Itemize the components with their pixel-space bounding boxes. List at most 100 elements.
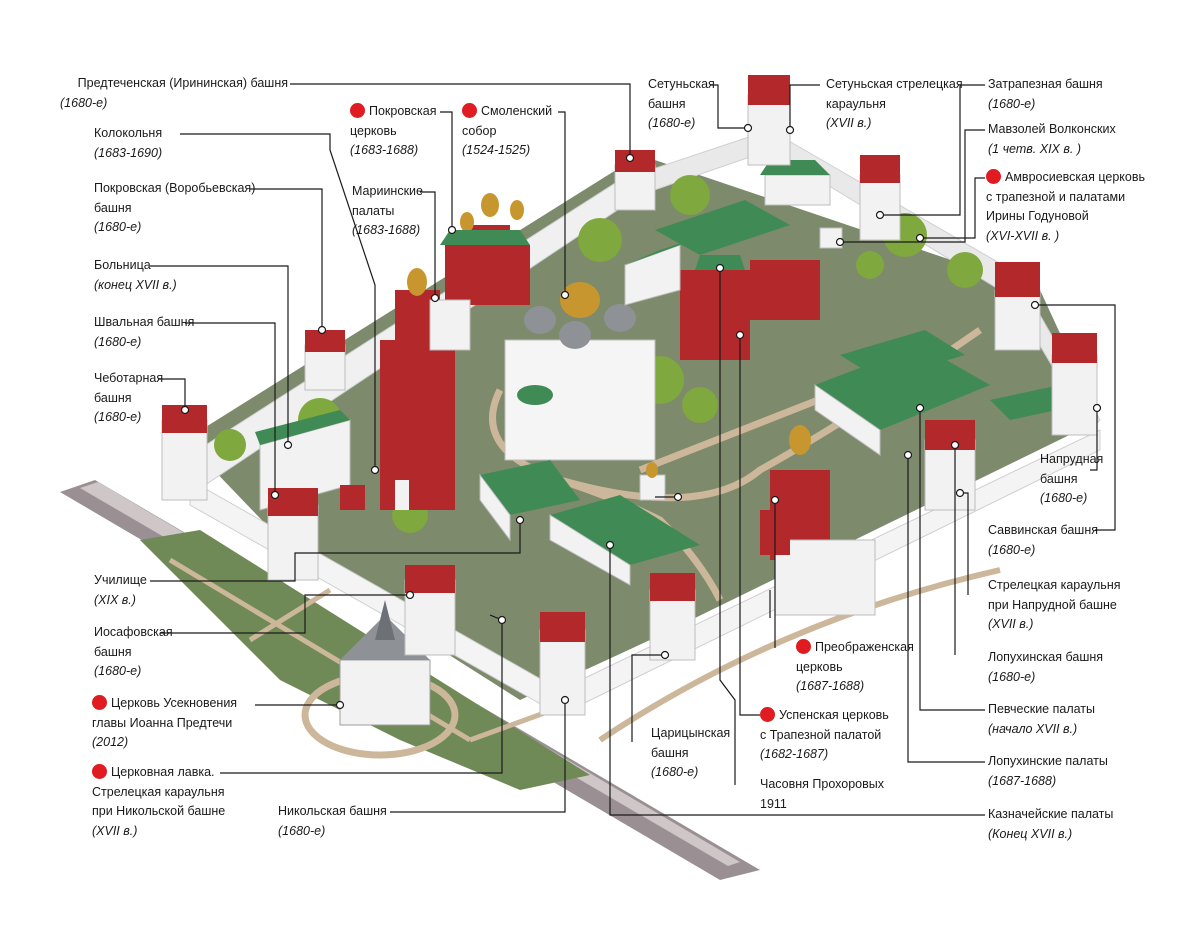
leader-lines (150, 83, 1116, 816)
label-date: (Конец XVII в.) (988, 826, 1073, 841)
label-name: при Никольской башне (92, 804, 226, 818)
label-name: Успенская церковь (760, 706, 889, 726)
label-prokhorov-chapel: Часовня Прохоровых 1911 (760, 775, 884, 814)
label-pokrovskaya-church: Покровская церковь (1683-1688) (350, 102, 437, 161)
label-date: (2012) (92, 735, 129, 749)
label-date: (XVII в.) (826, 116, 872, 130)
label-streletskaya-naprudnaya: Стрелецкая караульня при Напрудной башне… (988, 576, 1121, 635)
label-name: Сетуньская (648, 77, 715, 91)
label-name: собор (462, 123, 497, 138)
label-date: (1680-е) (651, 765, 699, 779)
label-preobrazhenskaya-church: Преображенская церковь (1687-1688) (796, 638, 914, 697)
label-date: (1 четв. XIX в. ) (988, 141, 1082, 156)
label-name: Никольская башня (278, 804, 387, 818)
label-date: (1687-1688) (796, 679, 865, 693)
label-date: (XVII в.) (988, 617, 1034, 631)
marker-dot (350, 103, 365, 118)
label-date: (1524-1525) (462, 143, 531, 157)
label-date: (1680-е) (1040, 491, 1088, 505)
label-name: Покровская (350, 102, 437, 122)
label-nikolskaya-tower: Никольская башня (1680-е) (278, 802, 387, 841)
marker-dot (92, 695, 107, 710)
label-pevcheskie-chambers: Певческие палаты (начало XVII в.) (988, 700, 1095, 739)
label-pokrovskaya-tower: Покровская (Воробьевская) башня (1680-е) (94, 179, 255, 238)
label-name: башня (94, 390, 132, 405)
label-savvinskaya-tower: Саввинская башня (1680-е) (988, 521, 1098, 560)
label-amvrosievskaya-church: Амвросиевская церковь с трапезной и пала… (986, 168, 1145, 246)
label-date: (1682-1687) (760, 747, 829, 761)
label-date: (1680-е) (94, 220, 142, 234)
label-name: Церковная лавка. (92, 763, 225, 783)
label-name: Мавзолей Волконских (988, 122, 1116, 136)
label-date: (начало XVII в.) (988, 721, 1078, 736)
label-name: Лопухинские палаты (988, 754, 1108, 768)
buildings (255, 160, 1080, 726)
label-uspenskaya-church: Успенская церковь с Трапезной палатой (1… (760, 706, 889, 765)
marker-dot (760, 707, 775, 722)
label-name: Церковь Усекновения (92, 694, 237, 714)
label-date: (1687-1688) (988, 773, 1057, 788)
label-date: (1680-е) (94, 664, 142, 678)
label-name: Предтеченская (Ирининская) башня (77, 76, 288, 90)
label-name: Иосафовская (94, 625, 173, 639)
label-chebotarnaya-tower: Чеботарная башня (1680-е) (94, 369, 163, 428)
label-date: 1911 (760, 796, 787, 811)
label-church-shop: Церковная лавка. Стрелецкая караульня пр… (92, 763, 225, 841)
label-name: с Трапезной палатой (760, 727, 882, 742)
label-date: (XIX в.) (94, 592, 136, 607)
label-name: церковь (350, 123, 397, 138)
label-date: (1683-1688) (352, 223, 421, 237)
label-name: главы Иоанна Предтечи (92, 715, 233, 730)
label-iosafovskaya-tower: Иосафовская башня (1680-е) (94, 623, 173, 682)
label-naprudnaya-tower: Напрудная башня (1680-е) (1040, 450, 1103, 509)
label-date: (1683-1688) (350, 143, 419, 157)
label-name: башня (94, 200, 132, 215)
marker-dot (986, 169, 1001, 184)
label-date: (1683-1690) (94, 145, 163, 160)
label-name: Царицынская (651, 726, 731, 740)
leader-endpoints (180, 123, 1102, 710)
label-name: Сетуньская стрелецкая (826, 77, 963, 91)
label-predtechenskaya-tower: Предтеченская (Ирининская) башня (1680-е… (60, 74, 288, 113)
label-name: Амвросиевская церковь (986, 168, 1145, 188)
label-name: Саввинская башня (988, 523, 1098, 537)
label-date: (1680-е) (278, 823, 326, 838)
label-mariinskie-chambers: Мариинские палаты (1683-1688) (352, 182, 423, 241)
label-date: (конец XVII в.) (94, 277, 177, 292)
label-bell-tower: Колокольня (1683-1690) (94, 124, 162, 163)
towers (161, 75, 1098, 716)
label-name: Стрелецкая караульня (92, 784, 225, 799)
label-name: Покровская (Воробьевская) (94, 181, 256, 195)
label-name: Напрудная (1040, 452, 1104, 466)
label-name: Казначейские палаты (988, 807, 1114, 821)
label-name: башня (1040, 471, 1078, 486)
label-name: с трапезной и палатами (986, 189, 1126, 204)
label-name: Часовня Прохоровых (760, 777, 884, 791)
label-lopukhinskaya-tower: Лопухинская башня (1680-е) (988, 648, 1103, 687)
label-date: (1680-е) (60, 95, 108, 110)
label-name: башня (648, 96, 686, 111)
label-name: Мариинские (352, 184, 423, 198)
label-name: Певческие палаты (988, 702, 1096, 716)
label-setunskaya-guardhouse: Сетуньская стрелецкая караульня (XVII в.… (826, 75, 963, 134)
label-date: (XVI-XVII в. ) (986, 228, 1060, 243)
marker-dot (462, 103, 477, 118)
label-name: Училище (94, 573, 147, 587)
label-name: Лопухинская башня (988, 650, 1104, 664)
label-zatrapeznaya-tower: Затрапезная башня (1680-е) (988, 75, 1103, 114)
label-date: (1680-е) (988, 542, 1036, 557)
label-date: (1680-е) (988, 96, 1036, 111)
label-name: Затрапезная башня (988, 77, 1103, 91)
label-name: караульня (826, 96, 886, 111)
label-date: (1680-е) (648, 116, 696, 130)
label-date: (1680-е) (94, 334, 142, 349)
label-name: Швальная башня (94, 315, 195, 329)
label-smolensky-cathedral: Смоленский собор (1524-1525) (462, 102, 552, 161)
label-name: Колокольня (94, 126, 163, 140)
label-name: Стрелецкая караульня (988, 578, 1121, 592)
label-name: палаты (352, 203, 395, 218)
label-name: церковь (796, 659, 843, 674)
label-date: (1680-е) (988, 669, 1036, 684)
label-uchilishche: Училище (XIX в.) (94, 571, 147, 610)
label-date: (XVII в.) (92, 823, 138, 838)
